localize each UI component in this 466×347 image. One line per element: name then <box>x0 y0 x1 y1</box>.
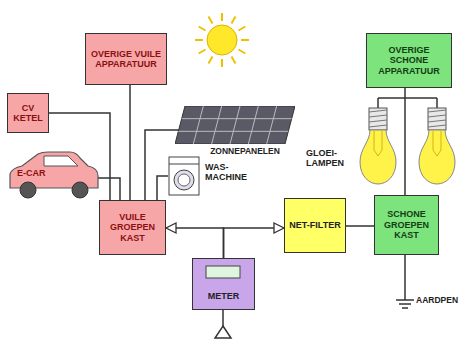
wire-connector <box>166 228 224 258</box>
load-box: OVERIGE VUILE APPARATUUR <box>85 33 167 85</box>
sun-symbol <box>195 13 249 67</box>
node-label: CV KETEL <box>11 103 45 124</box>
node-label: SCHONE GROEPEN KAST <box>378 209 435 240</box>
electric-car: E-CAR <box>8 150 100 200</box>
wire-connector <box>129 85 131 200</box>
panel-grid <box>175 106 295 144</box>
node-label: VUILE GROEPEN KAST <box>103 212 162 243</box>
filter-box: NET-FILTER <box>284 198 346 253</box>
washing-machine: WAS-MACHINE <box>168 156 200 196</box>
node-label: ZONNEPANELEN <box>195 147 295 157</box>
lamp-wire <box>378 97 437 99</box>
node-label: NET-FILTER <box>289 220 340 230</box>
earth-label: AARDPEN <box>416 296 464 306</box>
lamp-symbol <box>360 98 396 184</box>
node-label: METER <box>208 291 240 301</box>
meter-box: METER <box>192 258 255 310</box>
fuse-box: VUILE GROEPEN KAST <box>99 200 166 255</box>
solar-panel: ZONNEPANELEN <box>175 106 295 144</box>
earth-symbol <box>396 255 414 308</box>
lamp-label: GLOEI-LAMPEN <box>306 148 356 169</box>
node-label: OVERIGE VUILE APPARATUUR <box>89 49 163 70</box>
node-label: OVERIGE SCHONE APPARATUUR <box>370 45 448 76</box>
supply-symbol <box>215 310 231 338</box>
lamp-symbols <box>360 98 455 184</box>
wire-connector <box>157 176 168 200</box>
node-label: E-CAR <box>17 168 46 178</box>
lamp-symbol <box>419 98 455 184</box>
node-label: WAS-MACHINE <box>205 162 255 183</box>
wire-connector <box>346 225 374 227</box>
wire-connector <box>224 228 285 258</box>
load-box: OVERIGE SCHONE APPARATUUR <box>366 33 452 88</box>
meter-display <box>205 265 241 279</box>
washer-icon <box>168 156 200 196</box>
boiler-box: CV KETEL <box>7 93 49 133</box>
fuse-box: SCHONE GROEPEN KAST <box>374 195 439 255</box>
wire-connector <box>404 88 406 195</box>
